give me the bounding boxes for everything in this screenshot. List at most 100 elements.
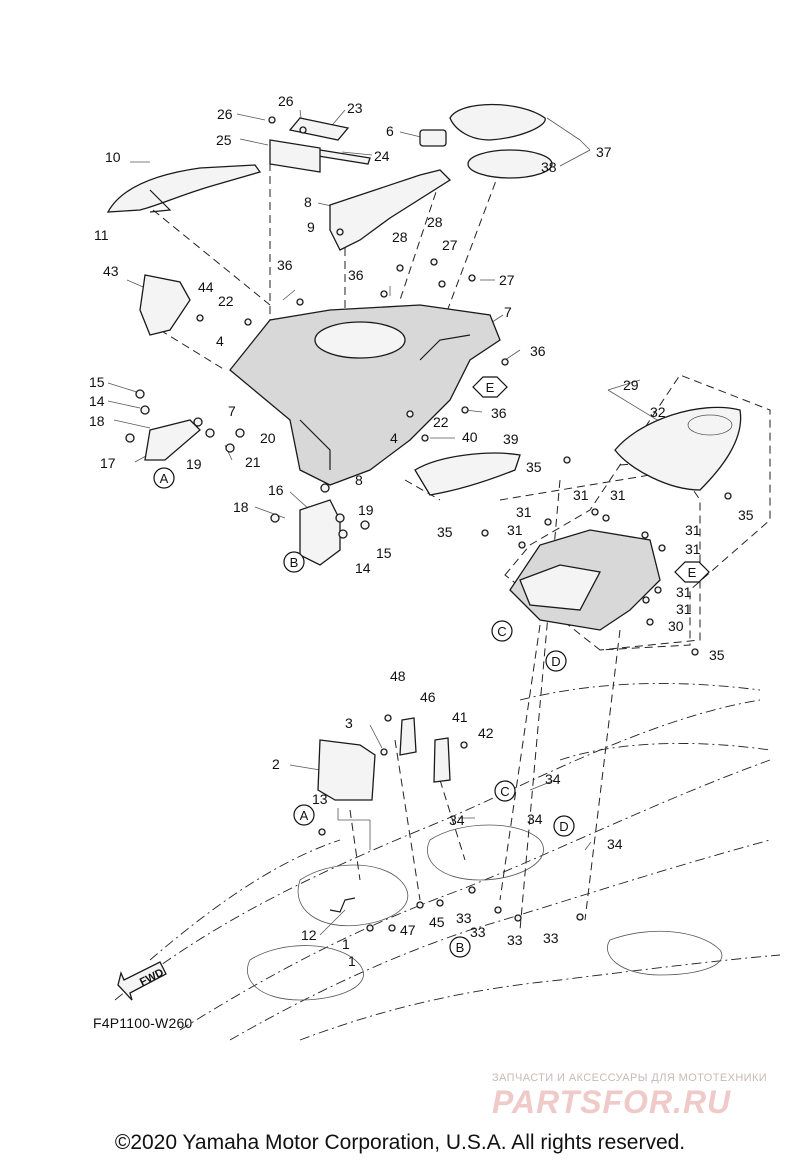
callout-6: 8	[355, 472, 363, 488]
callout-45: 45	[429, 914, 445, 930]
copyright-notice: ©2020 Yamaha Motor Corporation, U.S.A. A…	[114, 1131, 686, 1154]
callout-labels: 26 26 23 25 24 6 10 8 9 11 37 38 28 28 2…	[89, 93, 754, 969]
callout-34: 34	[607, 836, 623, 852]
callout-47: 47	[400, 922, 416, 938]
watermark-subtitle: ЗАПЧАСТИ И АКСЕССУАРЫ ДЛЯ МОТОТЕХНИКИ	[492, 1072, 768, 1084]
parts	[106, 103, 742, 932]
callout-42: 44	[198, 279, 214, 295]
callout-24: 24	[374, 148, 390, 164]
callout-33: 33	[543, 930, 559, 946]
ref-mark-d: D	[559, 819, 568, 834]
callout-28: 28	[392, 229, 408, 245]
callout-22: 22	[433, 414, 449, 430]
diagram-code: F4P1100-W260	[93, 1015, 193, 1031]
callout-35: 35	[526, 459, 542, 475]
callout-38: 38	[541, 159, 557, 175]
callout-5: 6	[386, 123, 394, 139]
callout-36: 36	[491, 405, 507, 421]
callout-25: 25	[216, 132, 232, 148]
callout-33: 33	[456, 910, 472, 926]
callout-37: 37	[596, 144, 612, 160]
callout-14: 14	[355, 560, 371, 576]
callout-43: 41	[452, 709, 468, 725]
callout-21: 21	[245, 454, 261, 470]
callout-30: 30	[668, 618, 684, 634]
ref-mark-a: A	[160, 471, 169, 486]
callout-22: 22	[218, 293, 234, 309]
callout-35: 35	[738, 507, 754, 523]
callout-36: 36	[348, 267, 364, 283]
callout-8: 8	[304, 194, 312, 210]
callout-27: 27	[499, 272, 515, 288]
callout-33: 33	[470, 924, 486, 940]
ref-mark-b: B	[290, 555, 299, 570]
callout-31: 31	[685, 522, 701, 538]
ref-mark-d: D	[551, 654, 560, 669]
callout-31: 31	[573, 487, 589, 503]
fwd-arrow-icon: FWD	[117, 961, 167, 1001]
callout-17: 17	[100, 455, 116, 471]
callout-26: 26	[278, 93, 294, 109]
callout-31: 31	[685, 541, 701, 557]
reference-marks: A B C D A C D B E E	[153, 376, 710, 958]
callout-19: 19	[358, 502, 374, 518]
callout-35: 35	[709, 647, 725, 663]
callout-12: 12	[301, 927, 317, 943]
callout-44: 42	[478, 725, 494, 741]
ref-mark-c: C	[500, 784, 509, 799]
callout-48: 48	[390, 668, 406, 684]
callout-6: 7	[228, 403, 236, 419]
ref-mark-c: C	[497, 624, 506, 639]
callout-16: 16	[268, 482, 284, 498]
ref-mark-b: B	[456, 940, 465, 955]
callout-1: 1	[342, 936, 350, 952]
callout-31: 31	[610, 487, 626, 503]
callout-23: 23	[347, 100, 363, 116]
callout-40: 40	[462, 429, 478, 445]
callout-33: 33	[507, 932, 523, 948]
callout-10: 10	[105, 149, 121, 165]
ref-mark-e: E	[486, 380, 495, 395]
leader-lines	[107, 109, 691, 936]
callout-7: 7	[504, 304, 512, 320]
callout-18: 18	[89, 413, 105, 429]
callout-36: 36	[277, 257, 293, 273]
callout-15: 15	[376, 545, 392, 561]
callout-15: 15	[89, 374, 105, 390]
callout-35: 35	[437, 524, 453, 540]
callout-39: 39	[503, 431, 519, 447]
callout-9: 9	[307, 219, 315, 235]
callout-27: 27	[442, 237, 458, 253]
callout-34: 34	[527, 811, 543, 827]
group-outline-29	[499, 374, 771, 651]
callout-19: 19	[186, 456, 202, 472]
callout-20: 20	[260, 430, 276, 446]
callout-31: 31	[507, 522, 523, 538]
ref-mark-e: E	[688, 565, 697, 580]
hull-outline	[114, 683, 781, 1041]
callout-18: 18	[233, 499, 249, 515]
callout-34: 34	[449, 812, 465, 828]
callout-1: 1	[348, 953, 356, 969]
callout-41: 43	[103, 263, 119, 279]
callout-3: 3	[345, 715, 353, 731]
callout-4: 4	[390, 430, 398, 446]
callout-26: 26	[217, 106, 233, 122]
callout-36: 36	[530, 343, 546, 359]
ref-mark-a: A	[300, 808, 309, 823]
callout-13: 13	[312, 791, 328, 807]
callout-29: 29	[623, 377, 639, 393]
callout-46: 46	[420, 689, 436, 705]
callout-31: 31	[676, 584, 692, 600]
callout-31: 31	[676, 601, 692, 617]
callout-34: 34	[545, 771, 561, 787]
callout-31: 31	[516, 504, 532, 520]
callout-2: 2	[272, 756, 280, 772]
callout-32: 32	[650, 404, 666, 420]
watermark-logo: PARTSFOR.RU	[492, 1084, 732, 1120]
callout-28: 28	[427, 214, 443, 230]
fwd-label: FWD	[138, 967, 166, 989]
callout-4: 4	[216, 333, 224, 349]
callout-11: 11	[94, 227, 109, 243]
